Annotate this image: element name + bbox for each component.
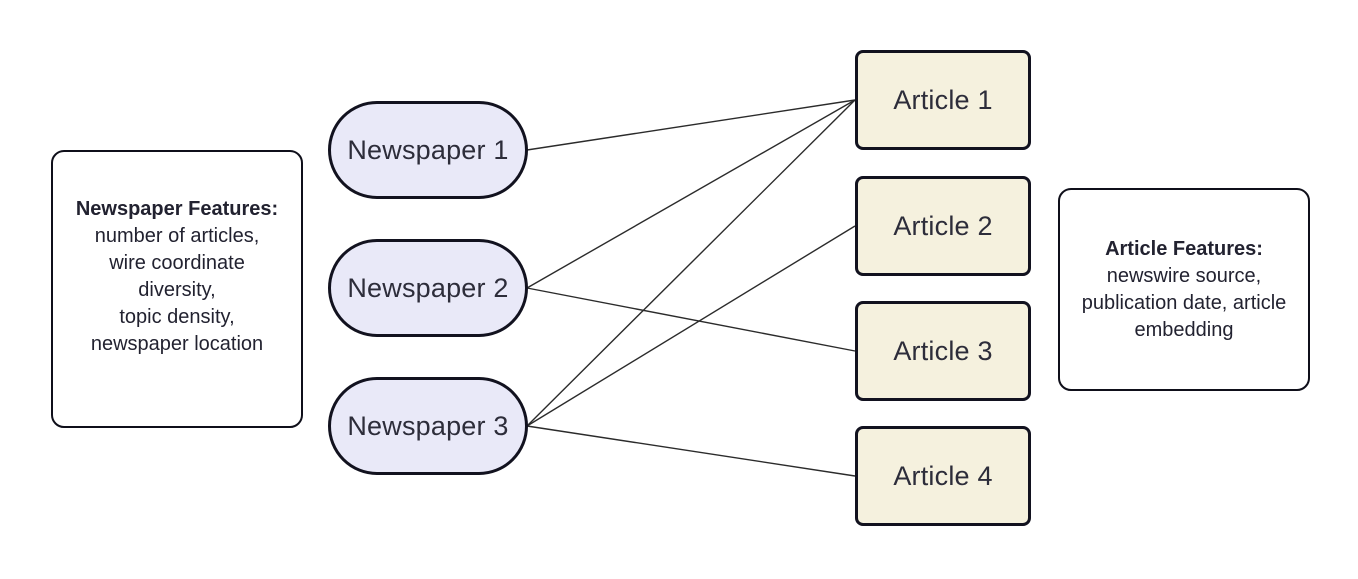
article-node-3-label: Article 3	[893, 335, 993, 366]
newspaper-features-line: wire coordinate	[109, 252, 245, 274]
newspaper-node-3-label: Newspaper 3	[347, 410, 509, 441]
newspaper-node-2: Newspaper 2	[328, 239, 528, 337]
newspaper-features-line: diversity,	[138, 279, 216, 301]
newspaper-node-1-label: Newspaper 1	[347, 134, 509, 165]
article-features-line: publication date, article	[1081, 291, 1287, 314]
article-node-2: Article 2	[855, 176, 1031, 276]
newspaper-node-3: Newspaper 3	[328, 377, 528, 475]
article-features-title: Article Features:	[1105, 237, 1263, 260]
article-node-1: Article 1	[855, 50, 1031, 150]
edge-n3-a4	[526, 425, 856, 477]
newspaper-features-line: newspaper location	[90, 333, 264, 355]
article-node-4-label: Article 4	[893, 460, 993, 491]
article-node-4: Article 4	[855, 426, 1031, 526]
article-node-3: Article 3	[855, 301, 1031, 401]
article-features-box: Article Features: newswire source, publi…	[1058, 188, 1310, 391]
newspaper-features-line: topic density,	[119, 306, 235, 328]
edge-n3-a2	[526, 225, 856, 427]
newspaper-node-2-label: Newspaper 2	[347, 272, 509, 303]
article-node-1-label: Article 1	[893, 84, 993, 115]
article-node-2-label: Article 2	[893, 210, 993, 241]
edge-n2-a3	[526, 287, 856, 352]
newspaper-features-line: number of articles,	[94, 225, 260, 247]
edge-n3-a1	[526, 99, 856, 427]
edge-n1-a1	[526, 99, 856, 151]
newspaper-features-box: Newspaper Features: number of articles, …	[51, 150, 303, 428]
edge-n2-a1	[526, 99, 856, 289]
article-features-line: newswire source,	[1106, 264, 1262, 287]
newspaper-node-1: Newspaper 1	[328, 101, 528, 199]
newspaper-features-title: Newspaper Features:	[75, 198, 279, 220]
article-features-line: embedding	[1134, 318, 1234, 341]
